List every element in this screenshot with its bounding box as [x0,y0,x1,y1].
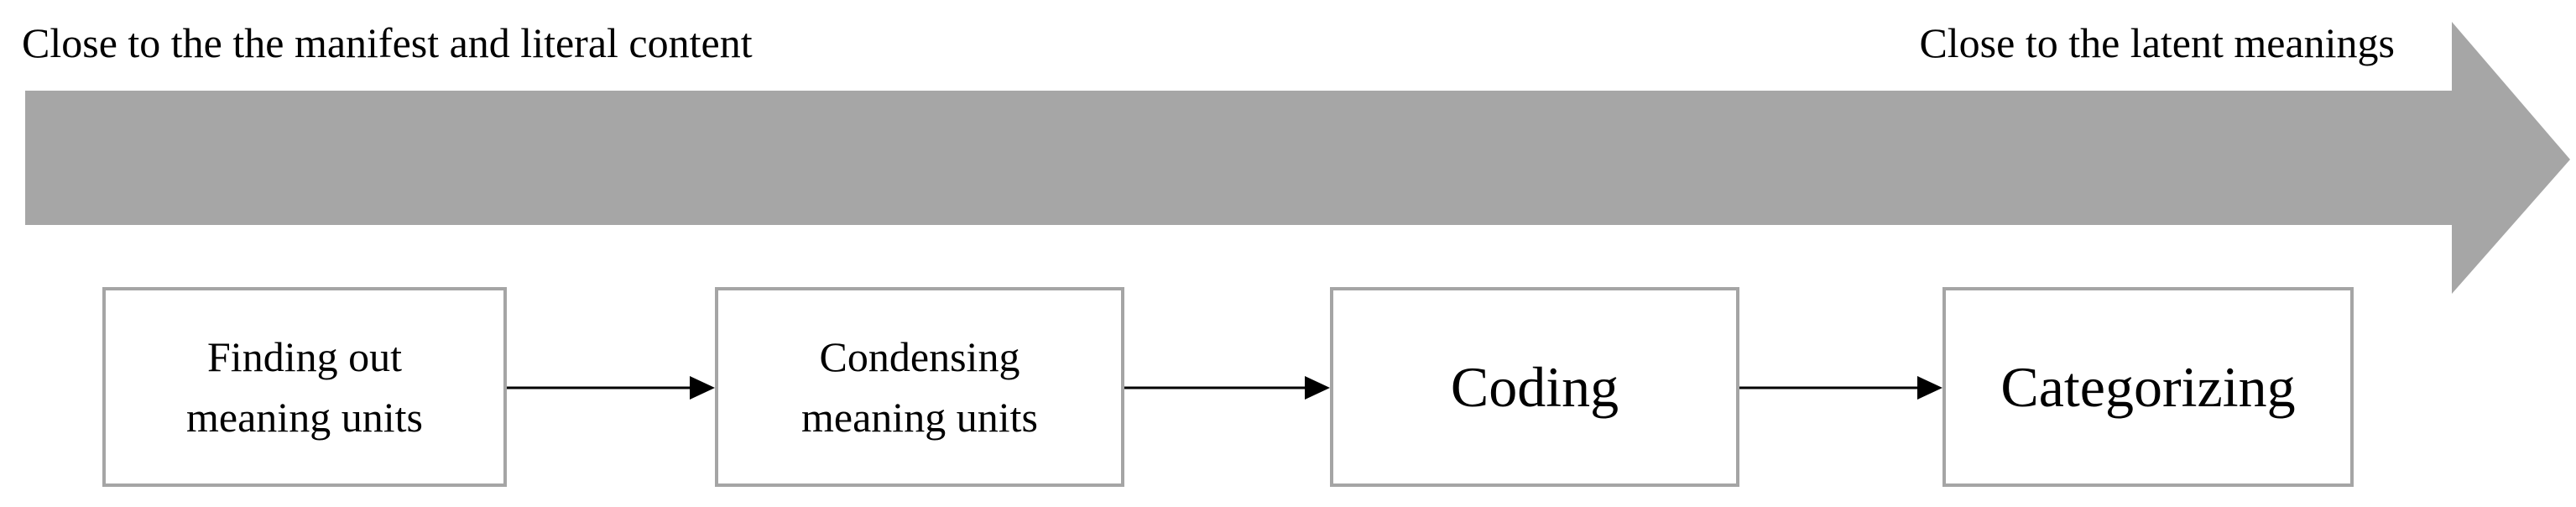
step-1-line-2: meaning units [186,394,423,441]
connector-arrowhead-3-4 [1917,376,1942,400]
step-coding: Coding [1330,287,1739,487]
step-finding-meaning-units: Finding out meaning units [102,287,507,487]
step-1-line-1: Finding out [207,333,402,380]
connector-arrowhead-1-2 [690,376,715,400]
connector-arrows [507,376,1942,400]
connector-arrowhead-2-3 [1305,376,1330,400]
step-categorizing: Categorizing [1942,287,2354,487]
manifest-content-label: Close to the the manifest and literal co… [22,19,753,66]
progression-arrow [25,22,2570,294]
step-condensing-meaning-units: Condensing meaning units [715,287,1124,487]
step-2-line-2: meaning units [801,394,1038,441]
latent-meanings-label: Close to the latent meanings [1919,19,2395,66]
step-4-label: Categorizing [2000,355,2296,419]
step-2-line-1: Condensing [819,333,1020,380]
step-3-label: Coding [1450,355,1619,419]
